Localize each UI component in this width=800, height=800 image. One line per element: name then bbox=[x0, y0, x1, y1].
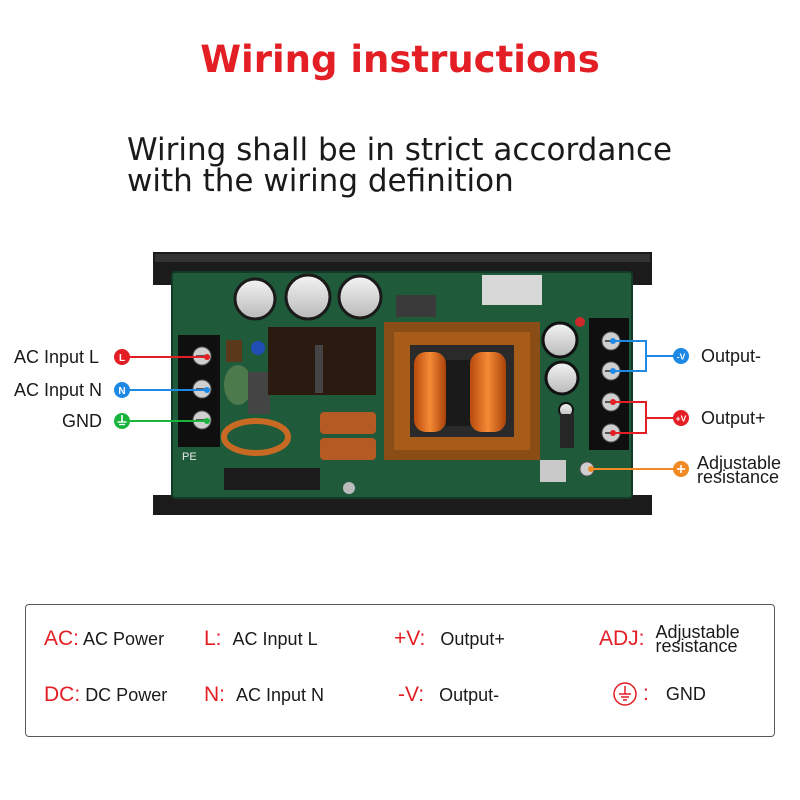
power-supply-board-diagram: PE bbox=[114, 252, 689, 515]
svg-text:+V: +V bbox=[676, 414, 687, 424]
page-title: Wiring instructions bbox=[200, 38, 600, 81]
label-adjustable-resistance: Adjustable resistance bbox=[697, 453, 782, 487]
output-wires bbox=[588, 338, 675, 472]
legend-minus-v-key: -V: bbox=[398, 683, 425, 706]
legend-plus-v: +V: Output+ bbox=[394, 627, 505, 651]
ground-symbol-icon bbox=[613, 682, 637, 706]
legend-adj: ADJ: Adjustable resistance bbox=[599, 622, 740, 656]
legend-minus-v: -V: Output- bbox=[398, 683, 499, 707]
ground-badge-icon bbox=[114, 413, 130, 429]
legend-n-key: N: bbox=[204, 683, 225, 706]
legend-plus-v-value: Output+ bbox=[440, 629, 505, 649]
svg-text:-V: -V bbox=[677, 352, 686, 362]
label-output-minus: Output- bbox=[701, 346, 762, 366]
capacitors bbox=[233, 273, 585, 418]
page-subtitle: Wiring shall be in strict accordance wit… bbox=[127, 135, 672, 197]
label-ac-input-n: AC Input N bbox=[14, 380, 103, 400]
live-badge-icon: L bbox=[114, 349, 130, 365]
legend-dc: DC: DC Power bbox=[44, 683, 167, 707]
label-adjustable-line-2: resistance bbox=[697, 467, 780, 487]
transformer bbox=[384, 322, 540, 460]
label-ac-input-l: AC Input L bbox=[14, 347, 100, 367]
pe-silkscreen: PE bbox=[182, 451, 197, 463]
legend-gnd: : GND bbox=[612, 681, 706, 707]
legend-box: AC: AC Power L: AC Input L +V: Output+ A… bbox=[25, 604, 775, 737]
neutral-badge-icon: N bbox=[114, 382, 130, 398]
legend-minus-v-value: Output- bbox=[439, 685, 500, 705]
svg-text:N: N bbox=[118, 386, 125, 397]
legend-adj-value-line-2: resistance bbox=[655, 636, 738, 656]
input-wires bbox=[130, 354, 210, 424]
plus-v-badge-icon: +V bbox=[673, 410, 689, 426]
subtitle-line-1: Wiring shall be in strict accordance bbox=[127, 132, 673, 168]
legend-plus-v-key: +V: bbox=[394, 627, 426, 650]
legend-ac-key: AC: bbox=[44, 627, 80, 650]
legend-n: N: AC Input N bbox=[204, 683, 324, 707]
legend-gnd-key: : bbox=[643, 682, 649, 705]
subtitle-line-2: with the wiring definition bbox=[127, 163, 514, 199]
legend-l-key: L: bbox=[204, 627, 222, 650]
legend-n-value: AC Input N bbox=[236, 685, 325, 705]
legend-adj-value: Adjustable resistance bbox=[655, 622, 740, 656]
label-gnd: GND bbox=[62, 411, 102, 431]
adjust-badge-icon bbox=[673, 461, 689, 477]
legend-dc-key: DC: bbox=[44, 683, 81, 706]
legend-adj-key: ADJ: bbox=[599, 627, 645, 650]
legend-dc-value: DC Power bbox=[85, 685, 168, 705]
label-output-plus: Output+ bbox=[701, 408, 766, 428]
legend-ac: AC: AC Power bbox=[44, 627, 164, 651]
output-terminal-block bbox=[589, 318, 629, 450]
legend-adj-value-line-1: Adjustable bbox=[655, 622, 740, 642]
minus-v-badge-icon: -V bbox=[673, 348, 689, 364]
svg-text:L: L bbox=[119, 353, 125, 364]
legend-l-value: AC Input L bbox=[232, 629, 318, 649]
legend-gnd-value: GND bbox=[665, 683, 706, 704]
label-adjustable-line-1: Adjustable bbox=[697, 453, 782, 473]
heatsink bbox=[153, 252, 652, 515]
legend-ac-value: AC Power bbox=[83, 629, 165, 649]
legend-l: L: AC Input L bbox=[204, 627, 318, 651]
